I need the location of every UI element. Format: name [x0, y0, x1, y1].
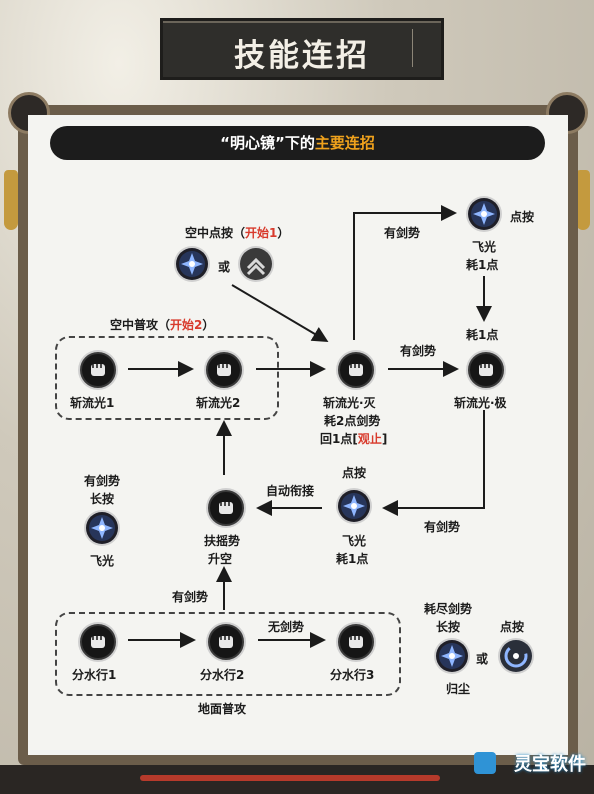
guichen-tap: 点按 [500, 620, 525, 634]
arrow-mie-to-feiguang-top [353, 205, 457, 340]
fist-icon-zhanliu-mie [338, 352, 374, 388]
has-jianshi-ground-label: 有剑势 [172, 590, 209, 604]
no-jianshi-label: 无剑势 [268, 620, 305, 634]
star-icon-guichen [436, 640, 468, 672]
fenshui3-label: 分水行3 [330, 668, 375, 682]
video-progress[interactable] [140, 775, 440, 781]
ground-attack-group [55, 612, 401, 696]
fist-icon-fenshui3 [338, 624, 374, 660]
zhanliu-mie-label: 斩流光·灭 [323, 396, 376, 410]
fenshui2-label: 分水行2 [200, 668, 245, 682]
subtitle-bar: “明心镜”下的主要连招 [50, 126, 545, 160]
zhanliu1-label: 斩流光1 [70, 396, 115, 410]
fist-icon-zhanliu2 [206, 352, 242, 388]
fuyao-sub-label: 升空 [208, 552, 233, 566]
guichen-label: 归尘 [446, 682, 471, 696]
fist-icon-zhanliu1 [80, 352, 116, 388]
title-banner: 技能连招 [160, 18, 444, 80]
zhanliu2-label: 斩流光2 [196, 396, 241, 410]
left-feiguang-label: 飞光 [90, 554, 115, 568]
title-stamp [412, 29, 429, 67]
air-attack-label: 空中普攻（开始2） [110, 318, 215, 332]
fist-icon-fenshui1 [80, 624, 116, 660]
feiguang-mid-cost: 耗1点 [336, 552, 369, 566]
feiguang-top-label: 飞光 [472, 240, 497, 254]
fuyao-label: 扶摇势 [204, 534, 241, 548]
arrow-airtap-to-mie [231, 284, 329, 343]
guichen-condition: 耗尽剑势 [424, 602, 473, 616]
feiguang-top-tap: 点按 [510, 210, 535, 224]
has-jianshi-right-label: 有剑势 [424, 520, 461, 534]
feiguang-mid-tap: 点按 [342, 466, 367, 480]
right-tassel [576, 170, 590, 230]
arrow-ji-to-feiguang-mid [382, 410, 485, 516]
left-has-jianshi: 有剑势 [84, 474, 121, 488]
fenshui1-label: 分水行1 [72, 668, 117, 682]
fist-icon-fenshui2 [208, 624, 244, 660]
guichen-or: 或 [476, 652, 489, 666]
zhanliu-ji-label: 斩流光·极 [454, 396, 507, 410]
air-tap-label: 空中点按（开始1） [185, 226, 290, 240]
has-jianshi-mid-label: 有剑势 [400, 344, 437, 358]
auto-link-label: 自动衔接 [266, 484, 315, 498]
air-tap-or: 或 [218, 260, 231, 274]
left-hold: 长按 [90, 492, 115, 506]
watermark-text: 灵宝软件 [514, 754, 586, 775]
mie-return-label: 回1点[观止] [320, 432, 388, 446]
watermark-logo-icon [474, 752, 496, 774]
ji-cost-label: 耗1点 [466, 328, 499, 342]
ground-attack-label: 地面普攻 [198, 702, 247, 716]
air-attack-group [55, 336, 279, 420]
fist-icon-zhanliu-ji [468, 352, 504, 388]
subtitle-prefix: “明心镜”下的 [220, 134, 315, 152]
guichen-hold: 长按 [436, 620, 461, 634]
star-icon-feiguang-top [468, 198, 500, 230]
star-icon-air-tap [176, 248, 208, 280]
mie-cost-label: 耗2点剑势 [324, 414, 381, 428]
feiguang-mid-label: 飞光 [342, 534, 367, 548]
subtitle-highlight: 主要连招 [314, 134, 375, 152]
star-icon-left-feiguang [86, 512, 118, 544]
swirl-icon-guichen [500, 640, 532, 672]
star-icon-feiguang-mid [338, 490, 370, 522]
fist-icon-fuyao [208, 490, 244, 526]
page-title: 技能连招 [234, 38, 370, 74]
has-jianshi-top-label: 有剑势 [384, 226, 421, 240]
double-chevron-up-icon [240, 248, 272, 280]
feiguang-top-cost: 耗1点 [466, 258, 499, 272]
left-tassel [4, 170, 18, 230]
